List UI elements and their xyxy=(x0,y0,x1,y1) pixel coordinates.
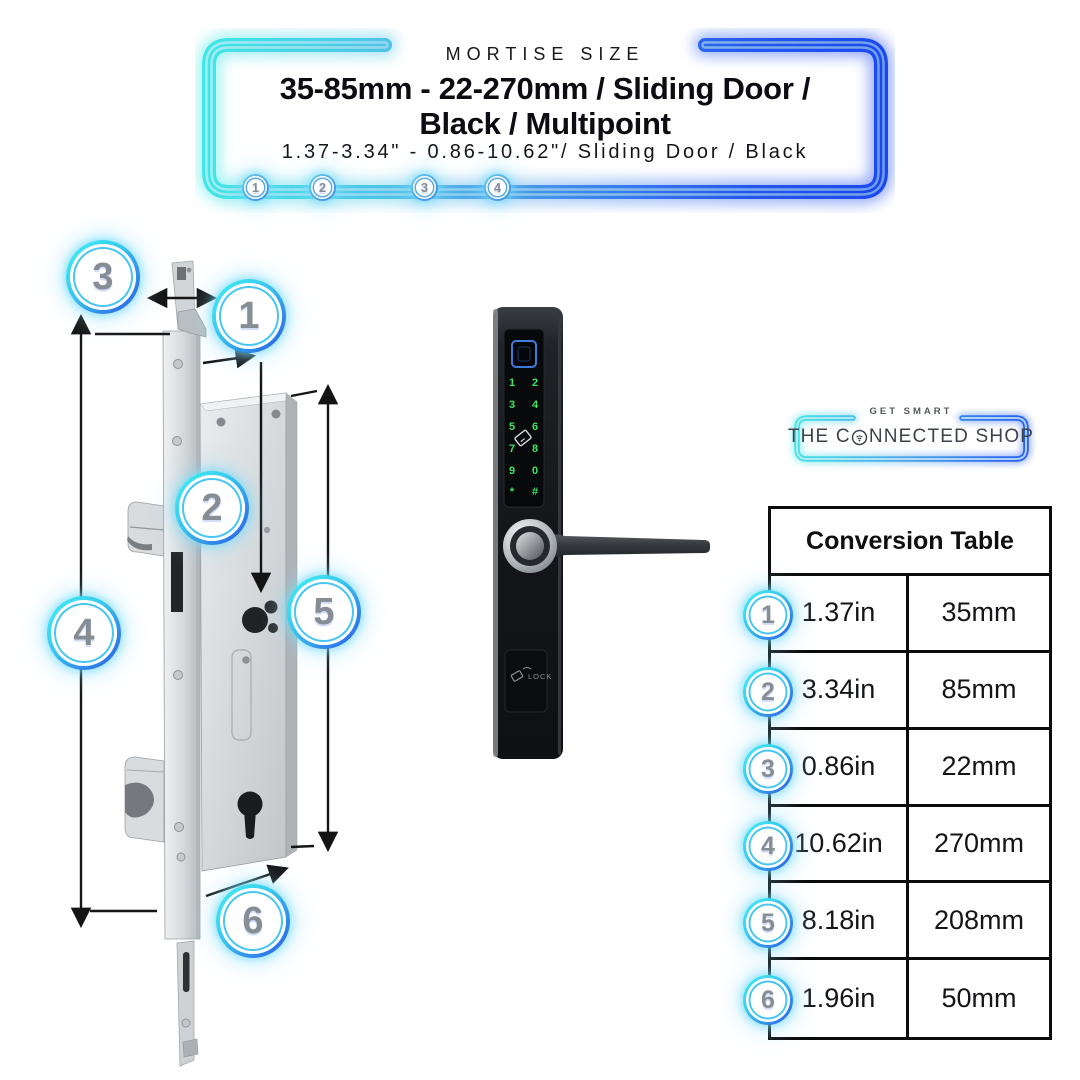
callout-badge-4: 4 xyxy=(47,596,121,670)
latch-slot xyxy=(171,552,183,612)
dim-arrow-6 xyxy=(205,864,289,898)
callout-badge-2: 2 xyxy=(175,471,249,545)
key-7[interactable]: 7 xyxy=(509,443,515,455)
step-badge-core: 2 xyxy=(311,176,334,199)
callout-badge-3: 3 xyxy=(66,240,140,314)
fingerprint-icon[interactable] xyxy=(511,340,537,368)
key-star[interactable]: * xyxy=(510,486,515,498)
step-badge-2: 2 xyxy=(309,174,336,201)
smart-lock-product-photo: 1 2 3 4 5 6 7 8 9 0 * # xyxy=(455,295,725,780)
key-9[interactable]: 9 xyxy=(509,465,515,477)
inches-cell: 1.37in xyxy=(771,576,909,650)
hook-bolt-upper xyxy=(127,501,165,557)
millimeters-cell: 270mm xyxy=(933,827,1025,858)
lock-body-edge-shade xyxy=(558,311,561,755)
hook-bolt-lower xyxy=(124,756,165,843)
millimeters-cell: 22mm xyxy=(941,751,1017,782)
step-badge-4: 4 xyxy=(484,174,511,201)
lock-label: LOCK xyxy=(528,672,552,681)
inches-cell: 10.62in xyxy=(771,806,909,881)
key-0[interactable]: 0 xyxy=(532,465,538,477)
table-badge-3: 3 xyxy=(743,744,793,794)
key-4[interactable]: 4 xyxy=(532,399,539,411)
header-banner: MORTISE SIZE 35-85mm - 22-270mm / Slidin… xyxy=(195,28,895,213)
lock-case xyxy=(199,392,298,872)
millimeters-cell: 208mm xyxy=(933,904,1025,935)
key-2[interactable]: 2 xyxy=(532,377,538,389)
millimeters-cell: 85mm xyxy=(941,674,1017,705)
table-row: 1.96in 50mm xyxy=(771,960,1049,1037)
euro-cylinder-hole xyxy=(237,791,263,817)
key-1[interactable]: 1 xyxy=(509,377,515,389)
table-badge-6: 6 xyxy=(743,975,793,1025)
callout-badge-1: 1 xyxy=(212,279,286,353)
inches-cell: 3.34in xyxy=(771,652,909,727)
table-row: 8.18in 208mm xyxy=(771,883,1049,961)
faceplate xyxy=(162,330,201,940)
wifi-circle-icon xyxy=(852,429,868,445)
table-badge-5: 5 xyxy=(743,898,793,948)
table-badge-2: 2 xyxy=(743,667,793,717)
key-8[interactable]: 8 xyxy=(532,443,538,455)
rfid-lock-icon xyxy=(510,667,532,682)
product-title-line1: 35-85mm - 22-270mm / Sliding Door / xyxy=(279,71,811,106)
logo-tagline: GET SMART xyxy=(869,406,953,417)
conversion-table-title: Conversion Table xyxy=(771,509,1049,576)
table-row: 3.34in 85mm xyxy=(771,652,1049,730)
key-6[interactable]: 6 xyxy=(532,421,538,433)
product-title-line2: Black / Multipoint xyxy=(419,106,671,141)
millimeters-cell: 50mm xyxy=(941,983,1017,1014)
step-badge-core: 1 xyxy=(244,176,267,199)
door-handle-lever[interactable] xyxy=(539,534,710,558)
callout-badge-5: 5 xyxy=(287,575,361,649)
logo-name-before: THE C xyxy=(787,426,851,447)
logo-name: THE C NNECTED SHOP xyxy=(786,426,1036,448)
step-badge-core: 3 xyxy=(413,176,436,199)
conversion-table: Conversion Table 1.37in 35mm 3.34in 85mm… xyxy=(768,506,1052,1040)
table-row: 10.62in 270mm xyxy=(771,806,1049,884)
keypad-keys[interactable]: 1 2 3 4 5 6 7 8 9 0 * # xyxy=(509,377,539,498)
table-row: 1.37in 35mm xyxy=(771,576,1049,653)
key-hash[interactable]: # xyxy=(532,486,538,498)
inches-cell: 0.86in xyxy=(771,729,909,804)
rfid-card-icon xyxy=(514,429,532,447)
smart-lock-drawing: 1 2 3 4 5 6 7 8 9 0 * # xyxy=(493,307,710,759)
product-subtitle: 1.37-3.34" - 0.86-10.62"/ Sliding Door /… xyxy=(281,141,809,163)
lock-body-edge-highlight xyxy=(493,309,498,757)
spindle-hub-hole xyxy=(242,607,268,633)
logo-name-after: NNECTED SHOP xyxy=(868,426,1035,447)
dim-leader-1 xyxy=(202,348,257,369)
inches-cell: 1.96in xyxy=(771,960,909,1037)
table-badge-4: 4 xyxy=(743,821,793,871)
millimeters-cell: 35mm xyxy=(941,597,1017,628)
step-badge-3: 3 xyxy=(411,174,438,201)
step-badge-core: 4 xyxy=(486,176,509,199)
bottom-drive-rod xyxy=(176,940,199,1067)
inches-cell: 8.18in xyxy=(771,883,909,958)
callout-badge-6: 6 xyxy=(216,884,290,958)
table-row: 0.86in 22mm xyxy=(771,729,1049,807)
eyebrow-title: MORTISE SIZE xyxy=(445,44,645,64)
key-5[interactable]: 5 xyxy=(509,421,515,433)
key-3[interactable]: 3 xyxy=(509,399,515,411)
keypad-panel xyxy=(503,328,545,508)
header-frame-border xyxy=(197,33,893,204)
rfid-reader-panel[interactable] xyxy=(504,649,548,713)
step-badge-1: 1 xyxy=(242,174,269,201)
product-title: 35-85mm - 22-270mm / Sliding Door / Blac… xyxy=(195,71,895,141)
brand-logo: GET SMART THE C NNECTED SHOP xyxy=(786,400,1036,472)
logo-frame-border xyxy=(792,413,1031,464)
table-badge-1: 1 xyxy=(743,590,793,640)
